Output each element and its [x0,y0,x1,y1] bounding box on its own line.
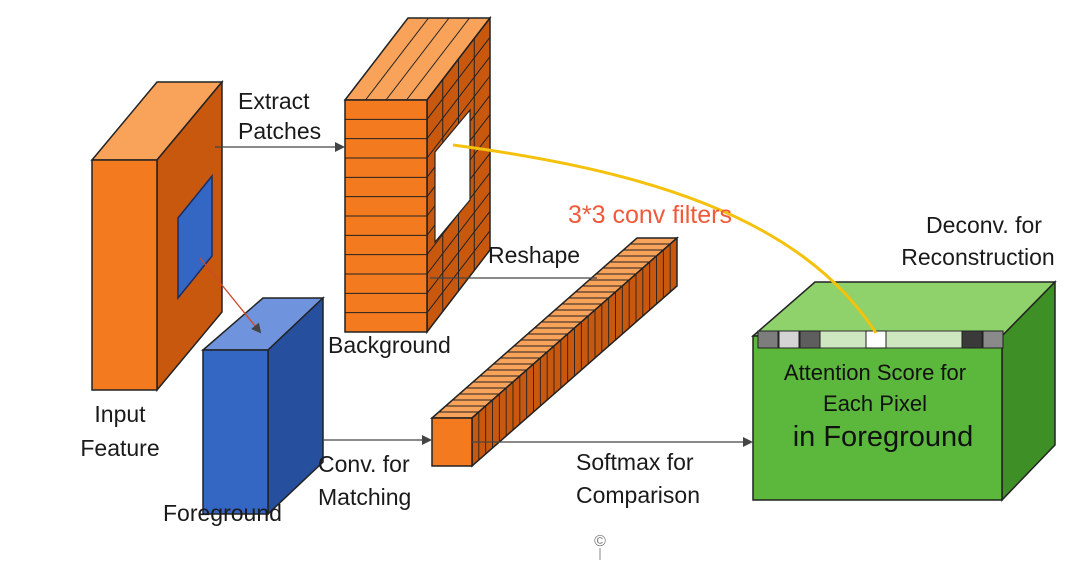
input-feature-block [90,79,224,393]
attention-strip-cell [982,330,1004,349]
arrow-to-foreground [199,257,262,334]
background-top-line [406,17,470,101]
label-softmax-line1: Softmax for [576,449,694,475]
foreground-block [200,296,325,516]
label-conv-line1: Conv. for [318,451,410,477]
label-foreground: Foreground [163,500,282,526]
label-attention-line1: Attention Score for [784,360,966,385]
label-deconv-line2: Reconstruction [901,244,1054,270]
attention-strip-cell [961,330,983,349]
background-stack-hole [434,108,471,244]
label-extract-line2: Patches [238,118,321,144]
arrows [199,142,753,560]
label-input-line1: Input [94,401,146,427]
input-feature-window [177,173,213,301]
label-deconv-line1: Deconv. for [926,212,1042,238]
background-stack [343,15,492,335]
background-front-patch-lines [345,17,470,314]
label-softmax-line2: Comparison [576,482,700,508]
label-background: Background [328,332,451,358]
correspondence-arc [452,143,878,334]
label-conv-filters: 3*3 conv filters [568,201,732,229]
attention-strip-cell [865,330,887,349]
filters-bar-slice-lines [438,243,671,460]
label-reshape: Reshape [488,242,580,268]
labels: Extract Patches Input Feature Background… [80,88,1054,550]
background-top-line [365,17,429,101]
label-input-line2: Feature [80,435,159,461]
watermark-symbol: © [594,533,606,550]
foreground-front [202,349,269,515]
attention-block-front [752,335,1003,501]
input-feature-front [91,159,158,391]
label-extract-line1: Extract [238,88,310,114]
attention-strip-cells [757,330,1004,349]
label-attention-line2: Each Pixel [823,391,927,416]
background-top-line [385,17,450,101]
attention-block [750,280,1057,502]
label-attention-line3: in Foreground [793,421,974,453]
filters-bar [430,236,679,468]
label-conv-line2: Matching [318,484,411,510]
attention-strip-cell [757,330,779,349]
attention-strip-cell [799,330,821,349]
filters-bar-front [431,417,473,467]
attention-strip-cell [778,330,800,349]
